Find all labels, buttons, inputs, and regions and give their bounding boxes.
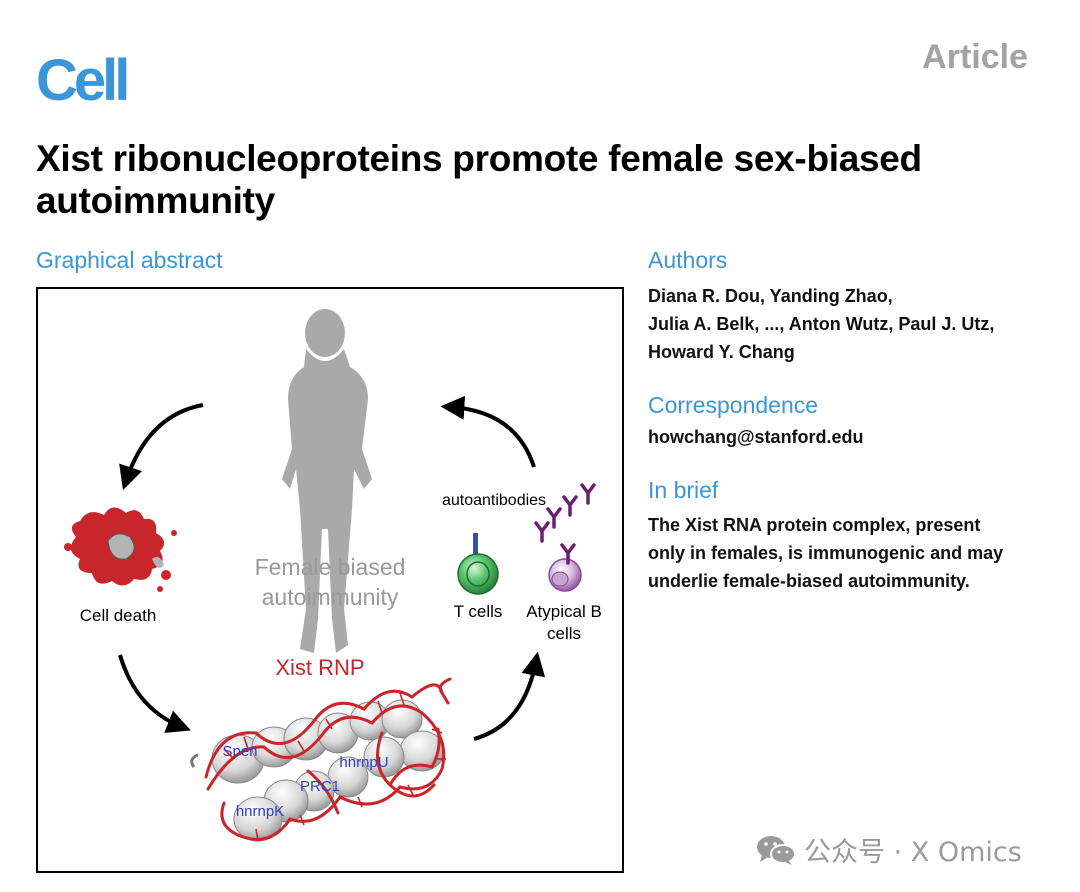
- in-brief-line: only in females, is immunogenic and may: [648, 543, 1004, 563]
- graphical-abstract-heading: Graphical abstract: [36, 247, 223, 273]
- authors-line: Howard Y. Chang: [648, 342, 795, 362]
- female-autoimmunity-label-line1: Female biased: [255, 554, 406, 580]
- cycle-arrow-bottom-right: [473, 651, 546, 741]
- atypical-b-cell: [548, 558, 582, 592]
- in-brief-line: The Xist RNA protein complex, present: [648, 515, 981, 535]
- authors-list: Diana R. Dou, Yanding Zhao, Julia A. Bel…: [648, 282, 1048, 366]
- spen-label: Spen: [222, 743, 257, 760]
- in-brief-heading: In brief: [648, 477, 719, 503]
- atypical-b-cells-label-line2: cells: [547, 624, 581, 643]
- xist-rnp-complex: Spen hnrnpU PRC1 hnrnpK: [190, 677, 452, 842]
- article-type-label: Article: [922, 38, 1028, 76]
- paper-title: Xist ribonucleoproteins promote female s…: [36, 138, 922, 221]
- wechat-icon: [757, 835, 796, 865]
- watermark-text: 公众号 · X Omics: [804, 837, 1022, 868]
- cycle-arrow-top-right: [440, 395, 536, 468]
- correspondence-email[interactable]: howchang@stanford.edu: [648, 427, 864, 447]
- atypical-b-cells-label-line1: Atypical B: [526, 602, 602, 621]
- cell-death-label: Cell death: [80, 606, 157, 625]
- correspondence-heading: Correspondence: [648, 392, 819, 418]
- autoantibodies-label: autoantibodies: [442, 492, 546, 509]
- watermark: 公众号 · X Omics: [756, 830, 1022, 869]
- dying-cell: [64, 507, 177, 592]
- in-brief-text: The Xist RNA protein complex, present on…: [648, 511, 1048, 595]
- hnrnpk-label: hnrnpK: [236, 803, 284, 820]
- t-cell: [457, 533, 499, 595]
- authors-heading: Authors: [648, 247, 728, 273]
- graphical-abstract-figure: Female biased autoimmunity Cell death Xi…: [36, 287, 624, 873]
- hnrnpu-label: hnrnpU: [339, 754, 388, 771]
- t-cells-label: T cells: [454, 602, 503, 621]
- prc1-label: PRC1: [300, 778, 340, 795]
- cycle-arrow-top-left: [119, 403, 204, 491]
- journal-logo: Cell: [36, 48, 130, 113]
- xist-rnp-label: Xist RNP: [275, 655, 364, 680]
- in-brief-line: underlie female-biased autoimmunity.: [648, 571, 970, 591]
- antibodies: [534, 483, 596, 565]
- female-silhouette: [282, 309, 372, 653]
- cycle-arrow-left: [118, 654, 191, 733]
- authors-line: Diana R. Dou, Yanding Zhao,: [648, 286, 893, 306]
- female-autoimmunity-label-line2: autoimmunity: [262, 584, 399, 610]
- authors-line: Julia A. Belk, ..., Anton Wutz, Paul J. …: [648, 314, 995, 334]
